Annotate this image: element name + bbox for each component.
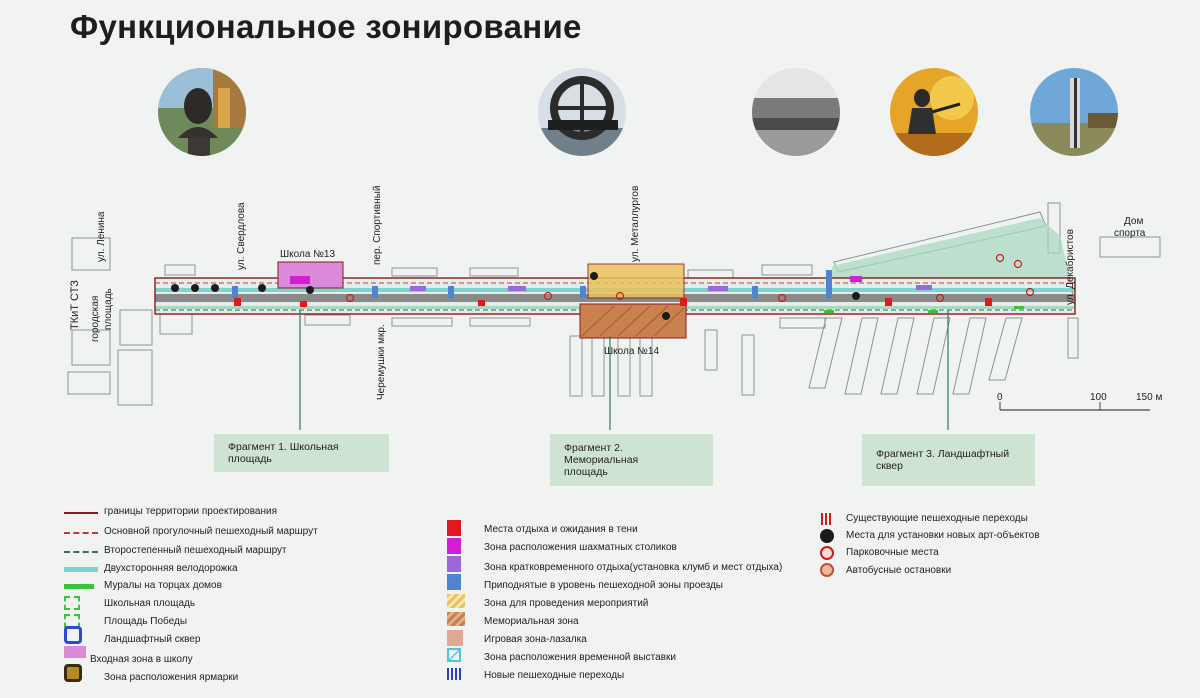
- label-dom-2: спорта: [1114, 228, 1146, 239]
- street-metallurgov: ул. Металлургов: [630, 186, 641, 262]
- swatch-events: [447, 594, 465, 608]
- scale-0: 0: [997, 392, 1003, 403]
- parking-icons: [345, 253, 1035, 303]
- swatch-main-route: [64, 532, 98, 534]
- legend-art-objects: Места для установки новых арт-объектов: [846, 530, 1040, 541]
- swatch-memorial: [447, 612, 465, 626]
- raised-crossings: [232, 270, 832, 298]
- legend-playground: Игровая зона-лазалка: [484, 634, 587, 645]
- chess-zones: [290, 276, 862, 284]
- short-rest-zones: [410, 285, 932, 291]
- worker-photo: [890, 68, 978, 156]
- swatch-shade: [447, 520, 461, 536]
- legend-boundary: границы территории проектирования: [104, 506, 278, 517]
- label-school13: Школа №13: [280, 249, 335, 260]
- swatch-landscape: [64, 626, 82, 644]
- label-school14: Школа №14: [604, 346, 659, 357]
- label-dom-1: Дом: [1124, 216, 1143, 227]
- legend-secondary-route: Второстепенный пешеходный маршрут: [104, 545, 287, 556]
- label-square-1: городская: [90, 296, 101, 342]
- art-object-icons: [171, 272, 860, 320]
- zoning-map: 0 100 150 м ул. Ленина ул. Свердлова пер…: [67, 186, 1162, 430]
- legend-victory-square: Площадь Победы: [104, 616, 188, 627]
- label-cheremushki: Черемушки мкр.: [376, 324, 387, 400]
- fragment-2-label-2: площадь: [564, 466, 608, 478]
- page-title: Функциональное зонирование: [70, 8, 582, 45]
- street-lenina: ул. Ленина: [96, 211, 107, 262]
- fragment-3-label-1: Фрагмент 3. Ландшафтный: [876, 448, 1010, 460]
- swatch-existing-crossings: [821, 513, 831, 525]
- parking-icon: [820, 546, 834, 560]
- fragment-2: Фрагмент 2. Мемориальная площадь: [550, 434, 713, 486]
- legend-landscape: Ландшафтный сквер: [104, 634, 201, 645]
- swatch-bike: [64, 567, 98, 572]
- legend-school-entrance: Входная зона в школу: [90, 654, 193, 665]
- art-object-icon: [820, 529, 834, 543]
- events-zone: [587, 263, 685, 299]
- art-object-photo: [1030, 68, 1118, 156]
- legend-chess: Зона расположения шахматных столиков: [484, 542, 677, 553]
- label-tkit: ТКиТ СТЗ: [69, 280, 81, 330]
- legend-existing-crossings: Существующие пешеходные переходы: [846, 513, 1028, 524]
- street-sverdlova: ул. Свердлова: [236, 202, 247, 270]
- legend-exhibition: Зона расположения временной выставки: [484, 652, 676, 663]
- legend-parking: Парковочные места: [846, 547, 939, 558]
- swatch-boundary: [64, 512, 98, 514]
- swatch-raised: [447, 574, 461, 590]
- legend-bus-stops: Автобусные остановки: [846, 565, 952, 576]
- school-square: [277, 261, 344, 289]
- landscape-square: [832, 218, 1072, 285]
- historic-photo: [752, 68, 840, 156]
- bus-stop-icon: [820, 563, 834, 577]
- legend-murals: Муралы на торцах домов: [104, 580, 222, 591]
- swatch-short-rest: [447, 556, 461, 572]
- fragment-lines: [299, 310, 949, 430]
- swatch-exhibition: [447, 648, 461, 662]
- legend-raised: Приподнятые в уровень пешеходной зоны пр…: [484, 580, 723, 591]
- fragment-1-label: Фрагмент 1. Школьная площадь: [228, 441, 339, 465]
- swatch-secondary-route: [64, 551, 98, 553]
- label-square-2: площадь: [103, 288, 114, 330]
- street-sportivny: пер. Спортивный: [372, 186, 383, 265]
- bust-photo: [158, 68, 246, 156]
- legend-bike: Двухсторонняя велодорожка: [104, 563, 238, 574]
- swatch-playground: [447, 630, 463, 646]
- shade-places: [234, 298, 992, 307]
- legend-short-rest: Зона кратковременного отдыха(установка к…: [484, 562, 783, 573]
- swatch-murals: [64, 584, 94, 589]
- fragment-3: Фрагмент 3. Ландшафтный сквер: [862, 434, 1035, 486]
- swatch-new-crossings: [447, 668, 461, 680]
- legend-shade: Места отдыха и ожидания в тени: [484, 524, 638, 535]
- fragment-1: Фрагмент 1. Школьная площадь: [214, 434, 389, 472]
- legend-new-crossings: Новые пешеходные переходы: [484, 670, 625, 681]
- swatch-fair: [64, 664, 82, 682]
- legend-memorial: Мемориальная зона: [484, 616, 579, 627]
- legend-main-route: Основной прогулочный пешеходный маршрут: [104, 526, 318, 537]
- swatch-school-entrance: [64, 646, 86, 658]
- scale-150: 150 м: [1136, 392, 1162, 403]
- swatch-chess: [447, 538, 461, 554]
- scale-100: 100: [1090, 392, 1107, 403]
- street-dekabristov: ул. Декабристов: [1064, 229, 1076, 305]
- murals: [824, 306, 1024, 313]
- fragment-3-label-2: сквер: [876, 460, 903, 472]
- legend-school-square: Школьная площадь: [104, 598, 196, 609]
- legend-fair: Зона расположения ярмарки: [104, 672, 239, 683]
- cannon-photo: [538, 68, 626, 156]
- fragment-2-label-1: Фрагмент 2. Мемориальная: [564, 442, 639, 466]
- legend-events: Зона для проведения мероприятий: [484, 598, 649, 609]
- swatch-school-square: [64, 596, 80, 610]
